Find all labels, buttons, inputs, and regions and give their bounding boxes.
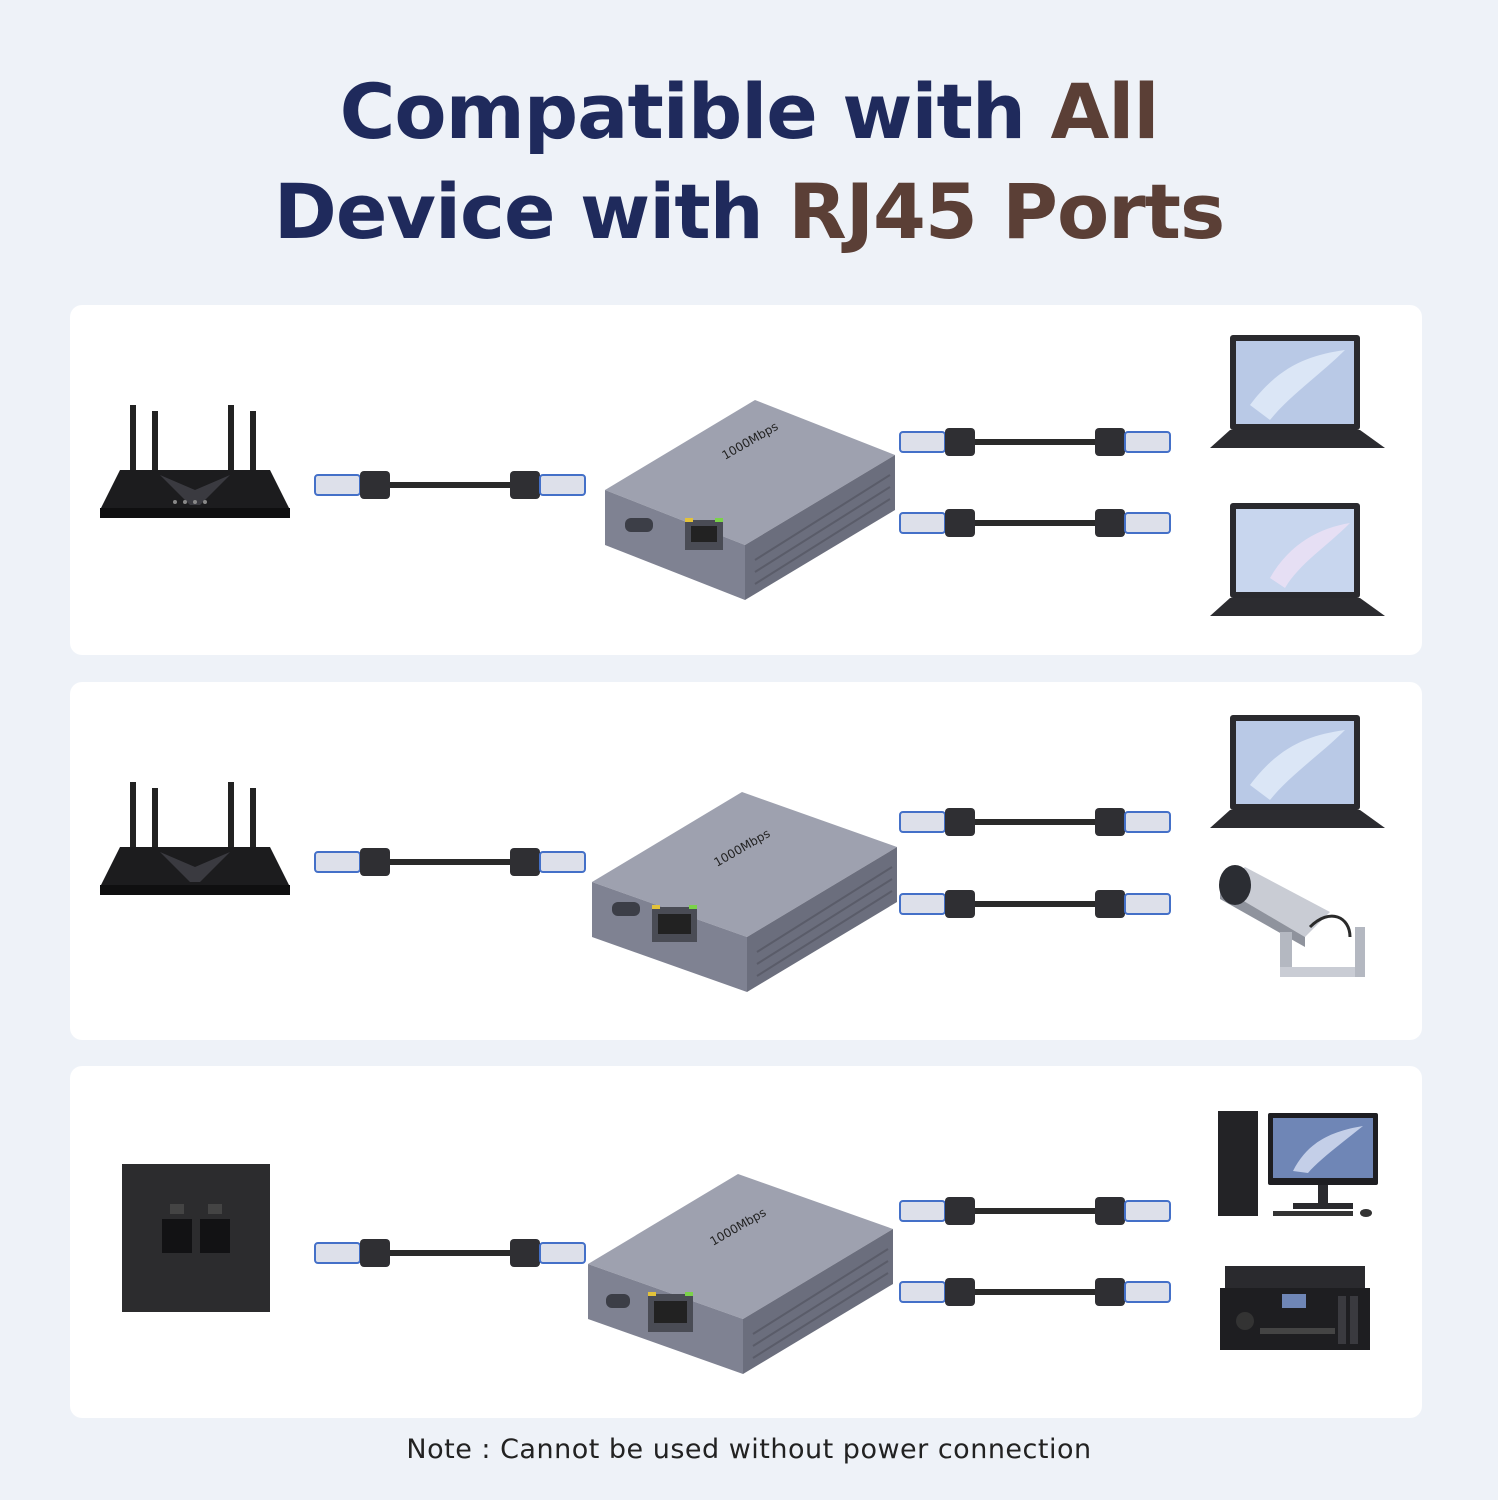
laptop-icon [1210, 715, 1385, 828]
ethernet-cable-output-1 [899, 808, 1171, 836]
router-icon [100, 405, 290, 518]
page-title: Compatible with All Device with RJ45 Por… [0, 62, 1498, 262]
printer-icon [1220, 1266, 1370, 1350]
footer-note: Note : Cannot be used without power conn… [406, 1434, 1092, 1465]
router-icon [100, 782, 290, 895]
title-line-2: Device with RJ45 Ports [273, 167, 1225, 256]
security-camera-icon [1219, 865, 1365, 977]
ethernet-cable-output-1 [899, 428, 1171, 456]
wall-socket-icon [122, 1164, 270, 1312]
ethernet-cable-input [314, 848, 586, 876]
ethernet-cable-output-2 [899, 509, 1171, 537]
ethernet-splitter-device: 1000Mbps [592, 792, 897, 992]
ethernet-splitter-device: 1000Mbps [588, 1174, 893, 1374]
ethernet-cable-output-2 [899, 890, 1171, 918]
ethernet-cable-output-2 [899, 1278, 1171, 1306]
ethernet-cable-input [314, 471, 586, 499]
laptop-icon [1210, 335, 1385, 448]
title-line-1: Compatible with All [339, 67, 1160, 156]
ethernet-splitter-device: 1000Mbps [605, 400, 895, 600]
scene-panel-1: 1000Mbps [70, 305, 1422, 655]
scene-2-graphic: 1000Mbps [100, 715, 1385, 992]
scene-panel-2: 1000Mbps [70, 682, 1422, 1040]
scene-panel-3: 1000Mbps [70, 1066, 1422, 1418]
scene-3-graphic: 1000Mbps [122, 1111, 1378, 1374]
ethernet-cable-input [314, 1239, 586, 1267]
scene-1-graphic: 1000Mbps [100, 335, 1385, 616]
ethernet-cable-output-1 [899, 1197, 1171, 1225]
desktop-pc-icon [1218, 1111, 1378, 1217]
laptop-icon [1210, 503, 1385, 616]
